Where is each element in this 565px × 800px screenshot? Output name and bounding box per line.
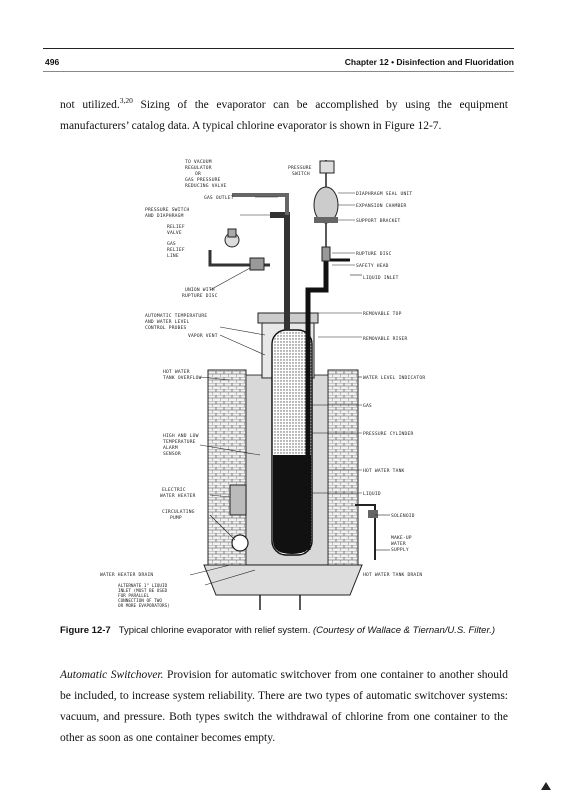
pressure-switch-diaphragm [227,228,237,238]
tank-wall-left [207,369,247,566]
label-expansion-chamber: EXPANSION CHAMBER [356,203,406,209]
label-makeup-1: MAKE-UP [391,535,412,541]
label-hot-water-overflow-1: HOT WATER [163,369,190,375]
section-lead: Automatic Switchover. [60,669,164,681]
label-high-low-2: TEMPERATURE [163,439,196,445]
solenoid [368,510,378,518]
evaporator-figure: TO VACUUM REGULATOR OR GAS PRESSURE REDU… [100,155,520,615]
label-high-low-4: SENSOR [163,451,181,457]
label-alternate-1: ALTERNATE 1" LIQUID [118,583,168,589]
tank-base [203,564,363,596]
label-auto-temp-3: CONTROL PROBES [145,325,187,331]
figure-labels: TO VACUUM REGULATOR OR GAS PRESSURE REDU… [100,159,425,609]
paragraph1-text-b: Sizing of the evaporator can be accompli… [60,98,509,132]
label-liquid: LIQUID [363,491,381,497]
label-high-low-1: HIGH AND LOW [163,433,199,439]
liquid-inlet-pipe [305,260,329,550]
label-auto-temp-1: AUTOMATIC TEMPERATURE [145,313,207,319]
label-alternate-2: INLET (MUST BE USED [118,588,168,594]
label-vapor-vent: VAPOR VENT [188,333,218,339]
label-pressure-switch-top-1: PRESSURE [288,165,312,171]
label-to-vacuum: TO VACUUM [185,159,212,165]
label-gas-relief-1: GAS [167,241,176,247]
label-alternate-3: FOR PARALLEL [118,593,149,599]
label-relief-valve-2: VALVE [167,230,182,236]
body-paragraph-1: not utilized.3,20 Sizing of the evaporat… [60,90,508,137]
circulating-pump [231,534,249,552]
caption-credit: (Courtesy of Wallace & Tiernan/U.S. Filt… [313,625,496,636]
label-union-with-1: UNION WITH [185,287,215,293]
evaporator-diagram: TO VACUUM REGULATOR OR GAS PRESSURE REDU… [100,159,425,610]
leader-lines [189,192,390,586]
label-gas-relief-2: RELIEF [167,247,185,253]
union-rupture-disc [249,257,265,271]
label-alternate-4: CONNECTION OF TWO [118,598,162,604]
label-safety-head: SAFETY HEAD [356,263,389,269]
figure-caption: Figure 12-7 Typical chlorine evaporator w… [60,624,508,638]
label-solenoid: SOLENOID [391,513,415,519]
label-electric-heater-2: WATER HEATER [160,493,196,499]
label-removable-riser: REMOVABLE RISER [363,336,408,342]
label-circulating-pump-1: CIRCULATING [162,509,195,515]
label-gas-pressure: GAS PRESSURE [185,177,221,183]
label-hot-water-overflow-2: TANK OVERFLOW [163,375,202,381]
paragraph1-text-a: not utilized. [60,98,120,111]
label-liquid-inlet: LIQUID INLET [363,275,399,281]
label-gas: GAS [363,403,372,409]
label-alternate-5: OR MORE EVAPORATORS) [118,603,170,609]
citation-superscript: 3,20 [119,96,133,105]
label-support-bracket: SUPPORT BRACKET [356,218,401,224]
label-makeup-3: SUPPLY [391,547,409,553]
label-auto-temp-2: AND WATER LEVEL [145,319,190,325]
running-header: 496 Chapter 12 • Disinfection and Fluori… [43,56,514,70]
label-or: OR [195,171,201,177]
label-pressure-switch-top-2: SWITCH [292,171,310,177]
gas-outlet-pipe-upper [232,193,289,215]
label-circulating-pump-2: PUMP [170,515,182,521]
corner-mark-icon [541,782,551,790]
body-paragraph-2: Automatic Switchover. Provision for auto… [60,665,508,749]
label-rupture-disc: RUPTURE DISC [356,251,392,257]
support-bracket [314,217,338,223]
label-electric-heater-1: ELECTRIC [162,487,186,493]
label-makeup-2: WATER [391,541,406,547]
label-water-level-indicator: WATER LEVEL INDICATOR [363,375,425,381]
label-gas-relief-3: LINE [167,253,179,259]
makeup-water-line [355,504,376,560]
label-hot-water-tank: HOT WATER TANK [363,468,405,474]
electric-water-heater [229,484,247,516]
label-regulator: REGULATOR [185,165,212,171]
caption-text: Typical chlorine evaporator with relief … [118,625,311,636]
label-pressure-switch-diaphragm-2: AND DIAPHRAGM [145,213,184,219]
label-hot-water-tank-drain: HOT WATER TANK DRAIN [363,572,422,578]
page-number: 496 [45,57,60,67]
label-high-low-3: ALARM [163,445,178,451]
tank-drains [259,595,301,610]
label-reducing-valve: REDUCING VALVE [185,183,227,189]
label-pressure-switch-diaphragm-1: PRESSURE SWITCH [145,207,190,213]
tank-wall-right [327,369,359,566]
figure-number: Figure 12-7 [60,625,111,636]
label-relief-valve-1: RELIEF [167,224,185,230]
chapter-title: Chapter 12 • Disinfection and Fluoridati… [344,57,514,67]
paragraph2-text: Provision for automatic switchover from … [60,669,508,744]
header-rule [43,71,514,72]
safety-head [321,246,331,262]
top-rule [43,48,514,49]
label-pressure-cylinder: PRESSURE CYLINDER [363,431,413,437]
label-union-with-2: RUPTURE DISC [182,293,218,299]
pressure-switch-top [319,160,335,174]
label-gas-outlet: GAS OUTLET [204,195,234,201]
label-removable-top: REMOVABLE TOP [363,311,402,317]
label-diaphragm-seal-unit: DIAPHRAGM SEAL UNIT [356,191,412,197]
label-water-heater-drain: WATER HEATER DRAIN [100,572,153,578]
liquid-chlorine [273,455,311,554]
